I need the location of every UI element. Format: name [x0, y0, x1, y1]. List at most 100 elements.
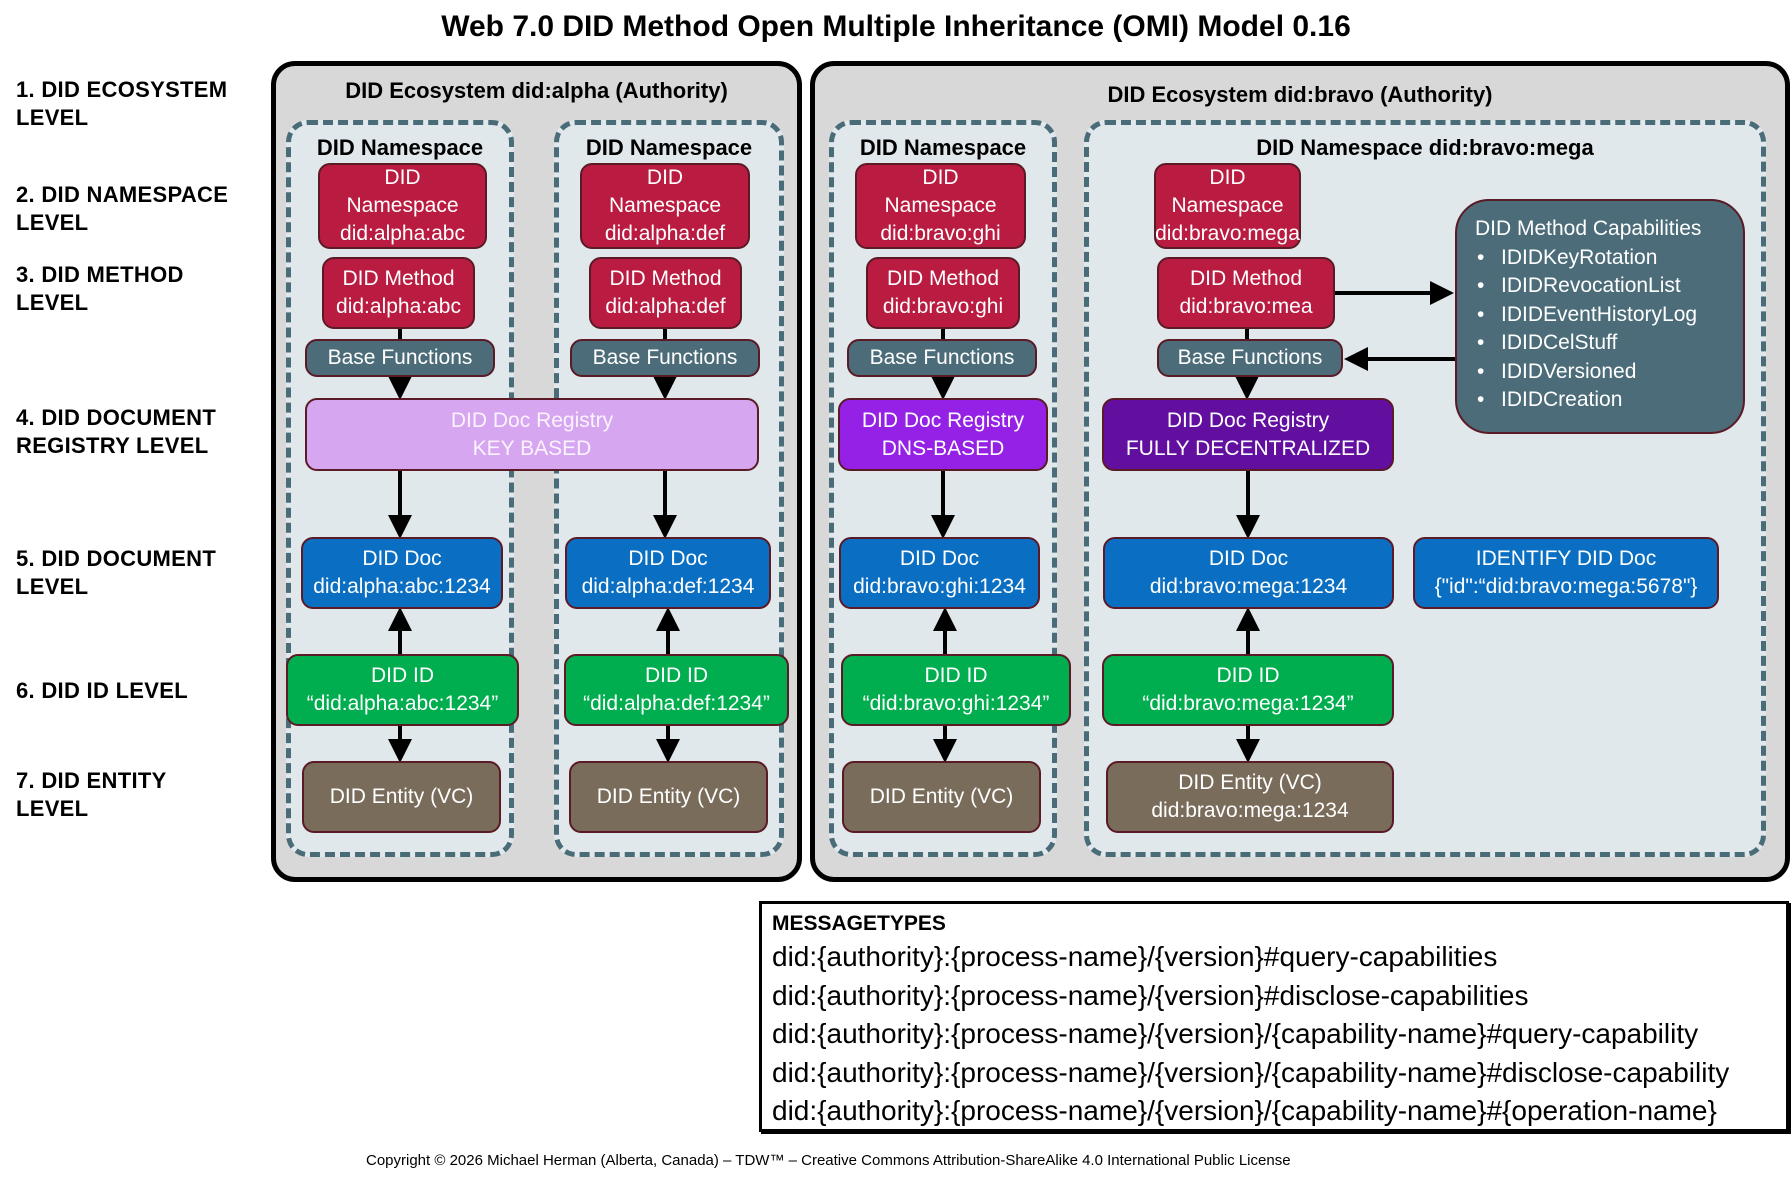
did-entity-box[interactable]: DID Entity (VC) did:bravo:mega:1234 — [1106, 761, 1394, 833]
capability-item: • IDIDCelStuff — [1475, 329, 1725, 358]
box-label: DID Doc — [362, 547, 442, 570]
did-doc-registry-fully-decentralized[interactable]: DID Doc Registry FULLY DECENTRALIZED — [1102, 398, 1394, 471]
bullet-icon: • — [1477, 359, 1485, 383]
level-label-line: 5. DID DOCUMENT — [16, 546, 217, 571]
box-label: Base Functions — [327, 346, 473, 369]
capability-name: IDIDCreation — [1501, 388, 1623, 411]
box-value: did:alpha:abc:1234 — [313, 575, 491, 598]
box-label: Namespace — [884, 194, 997, 217]
level-label-registry: 4. DID DOCUMENT REGISTRY LEVEL — [16, 404, 216, 460]
capability-item: •IDIDKeyRotation — [1475, 244, 1725, 273]
did-method-box[interactable]: DID Method did:bravo:ghi — [866, 257, 1020, 329]
base-functions-box[interactable]: Base Functions — [305, 339, 495, 377]
capability-item: •IDIDRevocationList — [1475, 272, 1725, 301]
did-id-box[interactable]: DID ID “did:bravo:ghi:1234” — [841, 654, 1071, 726]
did-method-box[interactable]: DID Method did:alpha:def — [589, 257, 742, 329]
level-label-line: 1. DID ECOSYSTEM — [16, 77, 228, 102]
box-value: FULLY DECENTRALIZED — [1125, 436, 1371, 460]
base-functions-box[interactable]: Base Functions — [570, 339, 760, 377]
message-type-line: did:{authority}:{process-name}/{version}… — [772, 941, 1498, 972]
box-value: did:bravo:ghi — [880, 222, 1001, 245]
did-method-capabilities-box[interactable]: DID Method Capabilities •IDIDKeyRotation… — [1455, 199, 1745, 434]
identify-did-doc-box[interactable]: IDENTIFY DID Doc {"id":“did:bravo:mega:5… — [1413, 537, 1719, 609]
level-label-line: 4. DID DOCUMENT — [16, 405, 217, 430]
did-id-box[interactable]: DID ID “did:alpha:def:1234” — [564, 654, 789, 726]
box-label: DID Entity (VC) — [329, 785, 474, 808]
level-label-line: 7. DID ENTITY — [16, 768, 167, 793]
did-doc-box[interactable]: DID Doc did:bravo:mega:1234 — [1103, 537, 1394, 609]
level-label-namespace: 2. DID NAMESPACE LEVEL — [16, 181, 228, 237]
did-method-box[interactable]: DID Method did:alpha:abc — [322, 257, 475, 329]
box-value: did:alpha:abc — [336, 295, 461, 318]
diagram-title: Web 7.0 DID Method Open Multiple Inherit… — [441, 10, 1351, 43]
bullet-icon: • — [1477, 331, 1485, 354]
capability-item: •IDIDEventHistoryLog — [1475, 301, 1725, 330]
did-doc-box[interactable]: DID Doc did:alpha:def:1234 — [565, 537, 771, 609]
capability-name: IDIDCelStuff — [1501, 331, 1618, 354]
capability-item: • IDIDVersioned — [1475, 358, 1725, 387]
box-label: DID — [1209, 166, 1246, 189]
level-label-id: 6. DID ID LEVEL — [16, 677, 188, 705]
box-label: DID Doc Registry — [450, 408, 614, 432]
box-value: did:bravo:mega — [1155, 222, 1300, 245]
level-label-line: LEVEL — [16, 290, 89, 315]
box-label: DID Method — [886, 267, 1000, 290]
box-label: Namespace — [1171, 194, 1284, 217]
box-value: “did:bravo:ghi:1234” — [862, 692, 1050, 715]
namespace-title: DID Namespace did:bravo:mega — [1256, 135, 1594, 160]
did-namespace-box[interactable]: DID Namespace did:bravo:mega — [1154, 163, 1301, 249]
did-id-box[interactable]: DID ID “did:bravo:mega:1234” — [1102, 654, 1394, 726]
box-label: Base Functions — [1177, 346, 1323, 369]
bullet-icon: • — [1477, 274, 1485, 297]
message-type-line: did:{authority}:{process-name}/{version}… — [772, 979, 1529, 1011]
box-label: DID Doc Registry — [861, 408, 1025, 432]
did-doc-registry-dns-based[interactable]: DID Doc Registry DNS-BASED — [838, 398, 1048, 471]
did-doc-box[interactable]: DID Doc did:alpha:abc:1234 — [301, 537, 503, 609]
box-value: DNS-BASED — [881, 436, 1005, 460]
namespace-title: DID Namespace — [316, 135, 484, 160]
did-entity-box[interactable]: DID Entity (VC) — [569, 761, 768, 833]
box-label: DID Method — [609, 267, 722, 290]
box-value: “did:alpha:def:1234” — [583, 692, 770, 715]
level-label-entity: 7. DID ENTITY LEVEL — [16, 767, 167, 823]
did-entity-box[interactable]: DID Entity (VC) — [302, 761, 501, 833]
level-label-line: 3. DID METHOD — [16, 262, 184, 287]
capability-name: IDIDVersioned — [1501, 359, 1637, 383]
capability-item: • IDIDCreation — [1475, 386, 1725, 415]
box-label: DID ID — [924, 664, 988, 687]
did-namespace-box[interactable]: DID Namespace did:alpha:def — [580, 163, 750, 249]
copyright-notice: Copyright © 2026 Michael Herman (Alberta… — [366, 1152, 1291, 1169]
box-label: DID ID — [1216, 664, 1280, 687]
message-types-box: MESSAGETYPES did:{authority}:{process-na… — [759, 901, 1789, 1132]
level-label-line: 2. DID NAMESPACE — [16, 182, 229, 207]
box-label: Namespace — [608, 194, 722, 217]
did-method-box[interactable]: DID Method did:bravo:mea — [1157, 257, 1335, 329]
box-value: did:bravo:ghi:1234 — [853, 575, 1026, 598]
box-label: DID — [922, 166, 959, 189]
box-label: DID Entity (VC) — [596, 785, 741, 808]
level-label-line: LEVEL — [16, 574, 89, 599]
did-namespace-box[interactable]: DID Namespace did:bravo:ghi — [855, 163, 1026, 249]
level-label-method: 3. DID METHOD LEVEL — [16, 261, 184, 317]
box-value: KEY BASED — [472, 436, 592, 460]
did-entity-box[interactable]: DID Entity (VC) — [842, 761, 1041, 833]
bullet-icon: • — [1477, 388, 1485, 411]
level-label-line: REGISTRY LEVEL — [16, 433, 209, 458]
ecosystem-title: DID Ecosystem did:bravo (Authority) — [1107, 82, 1493, 107]
box-value: “did:bravo:mega:1234” — [1142, 692, 1354, 715]
did-doc-box[interactable]: DID Doc did:bravo:ghi:1234 — [839, 537, 1040, 609]
capabilities-list: •IDIDKeyRotation •IDIDRevocationList •ID… — [1475, 244, 1725, 415]
box-label: DID Doc — [628, 547, 708, 570]
message-type-line: did:{authority}:{process-name}/{version}… — [772, 1056, 1730, 1088]
box-label: DID ID — [645, 664, 708, 687]
did-doc-registry-key-based[interactable]: DID Doc Registry KEY BASED — [305, 398, 759, 471]
bullet-icon: • — [1477, 302, 1485, 326]
box-value: did:bravo:mega:1234 — [1149, 575, 1348, 598]
bullet-icon: • — [1477, 245, 1485, 269]
box-value: did:bravo:ghi — [882, 295, 1004, 318]
did-id-box[interactable]: DID ID “did:alpha:abc:1234” — [286, 654, 519, 726]
base-functions-box[interactable]: Base Functions — [847, 339, 1037, 377]
base-functions-box[interactable]: Base Functions — [1157, 339, 1343, 377]
box-label: Base Functions — [869, 346, 1015, 369]
did-namespace-box[interactable]: DID Namespace did:alpha:abc — [318, 163, 487, 249]
